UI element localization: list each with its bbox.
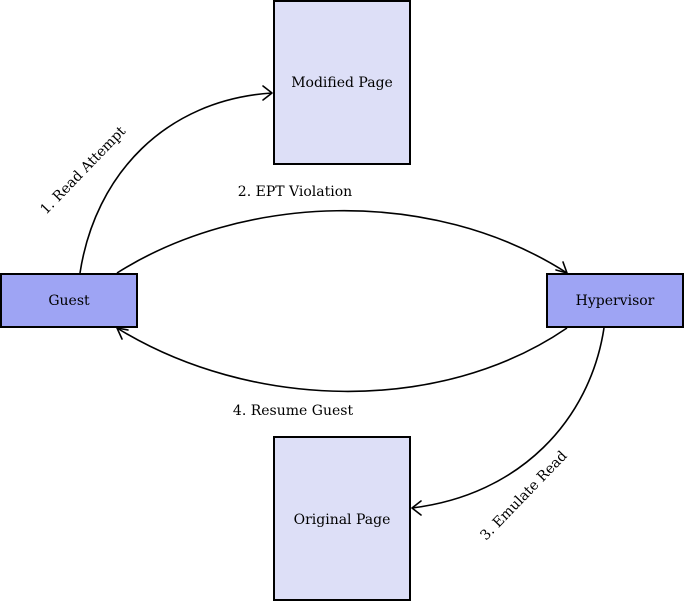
node-modified-page-label: Modified Page	[291, 75, 393, 91]
edge-emulate-read-label: 3. Emulate Read	[477, 448, 570, 544]
edge-read-attempt-label: 1. Read Attempt	[37, 123, 129, 218]
edge-ept-violation: 2. EPT Violation	[116, 184, 568, 274]
node-hypervisor-label: Hypervisor	[576, 293, 655, 309]
edge-read-attempt: 1. Read Attempt	[37, 85, 273, 274]
edge-resume-guest-line	[116, 327, 568, 393]
node-guest-label: Guest	[48, 293, 90, 309]
edge-resume-guest: 4. Resume Guest	[116, 327, 568, 419]
node-hypervisor-box	[546, 273, 684, 328]
edge-emulate-read-arrowhead-icon	[411, 500, 422, 516]
edge-emulate-read-line	[411, 327, 605, 509]
node-modified-page: Modified Page	[273, 0, 411, 165]
edge-read-attempt-line	[79, 92, 273, 274]
edge-ept-violation-arrowhead-icon	[555, 261, 568, 274]
node-hypervisor: Hypervisor	[546, 273, 684, 328]
node-modified-page-box	[273, 0, 411, 165]
node-guest-box	[0, 273, 138, 328]
edge-ept-violation-line	[116, 209, 568, 274]
edge-ept-violation-label: 2. EPT Violation	[238, 184, 352, 200]
edge-resume-guest-label: 4. Resume Guest	[233, 403, 354, 419]
node-guest: Guest	[0, 273, 138, 328]
node-original-page-box	[273, 436, 411, 601]
node-original-page: Original Page	[273, 436, 411, 601]
node-original-page-label: Original Page	[294, 512, 391, 528]
edge-read-attempt-arrowhead-icon	[262, 85, 273, 101]
edge-resume-guest-arrowhead-icon	[116, 327, 129, 340]
